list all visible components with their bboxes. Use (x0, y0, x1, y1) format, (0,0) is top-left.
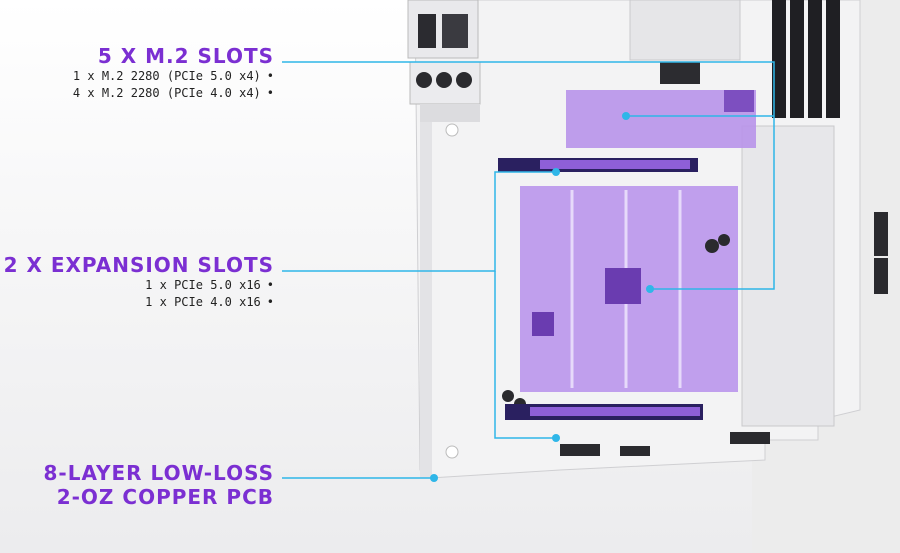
chipset-chip (605, 268, 641, 304)
mount-hole-2 (445, 445, 459, 459)
io-audio-jack-1 (416, 72, 432, 88)
io-audio-jack-2 (436, 72, 452, 88)
mount-hole-1 (445, 123, 459, 137)
leader-dots (430, 112, 654, 482)
capacitors (502, 234, 730, 410)
callout-pcb-heading: 8-LAYER LOW-LOSS 2-OZ COPPER PCB (44, 461, 274, 509)
ram-slots (772, 0, 840, 118)
pcie-slot-bottom-highlight (530, 407, 700, 416)
pcie-slot-top-highlight (540, 160, 690, 169)
side-connector-2 (874, 258, 888, 294)
cpu-power-connector (660, 62, 700, 84)
leader-dot-pcie-top (552, 168, 560, 176)
leader-dot-pcb (430, 474, 438, 482)
leader-dot-m2-lower (646, 285, 654, 293)
heading-line: 2 X EXPANSION SLOTS (3, 253, 274, 277)
heading-line: 2-OZ COPPER PCB (56, 485, 274, 509)
pcb-left-edge (420, 118, 432, 478)
bullet-glyph: • (266, 86, 274, 100)
leader-line-m2 (282, 61, 775, 290)
detail-text: 4 x M.2 2280 (PCIe 4.0 x4) (72, 86, 261, 100)
callout-m2-detail-1: 1 x M.2 2280 (PCIe 5.0 x4) • (73, 68, 274, 85)
side-connector-1 (874, 212, 888, 256)
callout-m2-detail-2: 4 x M.2 2280 (PCIe 4.0 x4) • (73, 85, 274, 102)
detail-text: 1 x M.2 2280 (PCIe 5.0 x4) (72, 69, 261, 83)
vrm-heatsink-top (629, 0, 741, 61)
callout-expansion-detail-2: 1 x PCIe 4.0 x16 • (4, 294, 274, 311)
detail-text: 1 x PCIe 5.0 x16 (145, 278, 261, 292)
chipset-heatsink-cover (741, 125, 835, 427)
io-hdmi-port (418, 14, 436, 48)
leader-dot-m2-top (622, 112, 630, 120)
callout-m2-slots: 5 X M.2 SLOTS 1 x M.2 2280 (PCIe 5.0 x4)… (73, 44, 274, 102)
bottom-headers (560, 432, 770, 456)
leader-lines (282, 61, 775, 479)
small-chip (532, 312, 554, 336)
leader-dot-pcie-bottom (552, 434, 560, 442)
m2-slot-top-connector (724, 90, 754, 112)
callout-m2-heading: 5 X M.2 SLOTS (73, 44, 274, 68)
leader-line-expansion (282, 171, 556, 272)
callout-expansion-detail-1: 1 x PCIe 5.0 x16 • (4, 277, 274, 294)
callout-pcb: 8-LAYER LOW-LOSS 2-OZ COPPER PCB (44, 461, 274, 509)
callout-expansion-heading: 2 X EXPANSION SLOTS (4, 253, 274, 277)
bullet-glyph: • (266, 278, 274, 292)
io-lan-port (442, 14, 468, 48)
leader-line-expansion-2 (494, 271, 556, 439)
bullet-glyph: • (266, 295, 274, 309)
heading-line: 8-LAYER LOW-LOSS (43, 461, 274, 485)
io-shield-plate (420, 104, 480, 122)
callout-expansion-slots: 2 X EXPANSION SLOTS 1 x PCIe 5.0 x16 • 1 … (4, 253, 274, 311)
bullet-glyph: • (266, 69, 274, 83)
io-audio-jack-3 (456, 72, 472, 88)
detail-text: 1 x PCIe 4.0 x16 (145, 295, 261, 309)
heading-line: 5 X M.2 SLOTS (97, 44, 274, 68)
